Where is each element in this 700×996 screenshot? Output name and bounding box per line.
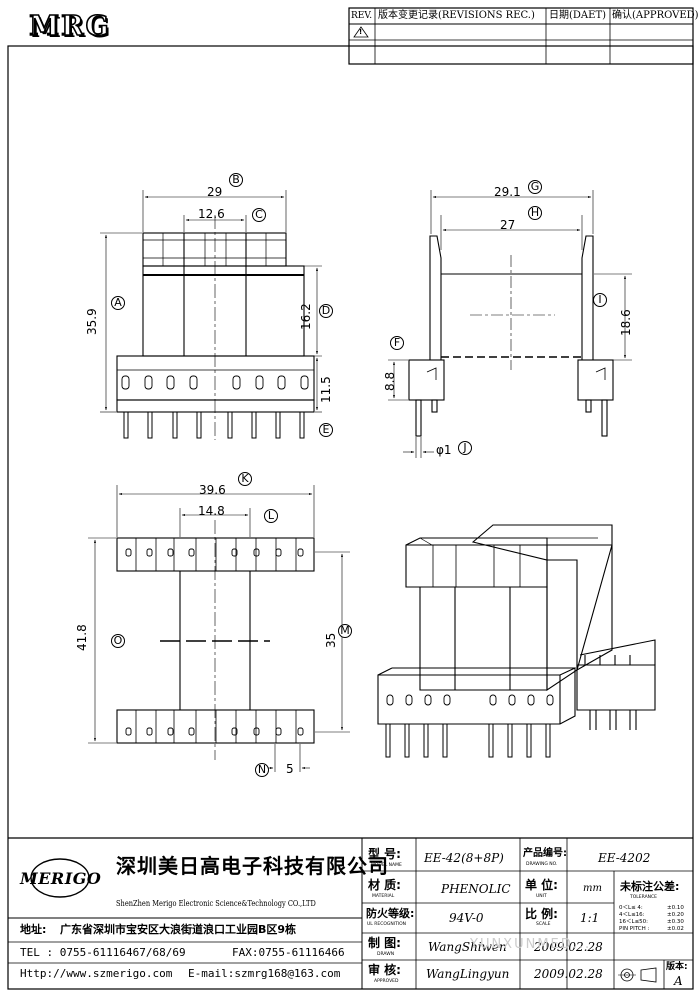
tolerance-range: PIN PITCH : <box>619 926 650 932</box>
header-frame <box>348 7 694 65</box>
tolerance-value: ±0.30 <box>667 919 684 925</box>
dim-39-6: 39.6 <box>199 483 226 497</box>
side-view <box>388 190 632 458</box>
drawn-label: 制 图: <box>368 936 401 950</box>
circle-label-g: G <box>528 180 542 194</box>
dim-14-8: 14.8 <box>198 504 225 518</box>
dim-12-6: 12.6 <box>198 207 225 221</box>
dim-11-5: 11.5 <box>319 376 333 403</box>
company-name-en: ShenZhen Merigo Electronic Science&Techn… <box>116 899 316 908</box>
material-sublabel: MATERIAL <box>372 894 395 899</box>
drawn-sublabel: DRAWN <box>377 952 395 957</box>
drawing-no-sublabel: DRAWING NO. <box>526 862 558 867</box>
approved-label: 确认(APPROVED) <box>612 10 699 21</box>
circle-label-m: M <box>338 624 352 638</box>
scale-label: 比 例: <box>525 907 558 921</box>
dim-41-8: 41.8 <box>75 624 89 651</box>
drawn-by: WangShiwen <box>428 940 507 954</box>
circle-label-f: F <box>390 336 404 350</box>
fax: FAX:0755-61116466 <box>232 946 345 959</box>
rev-label: REV. <box>351 11 373 21</box>
drawing-no-label: 产品编号: <box>523 848 567 859</box>
address-label: 地址: <box>20 923 47 936</box>
tolerance-range: 0＜L≤ 4: <box>619 905 643 911</box>
approved-by: WangLingyun <box>426 967 510 981</box>
watermark: YUNXUNMED... <box>470 937 592 952</box>
circle-label-l: L <box>264 509 278 523</box>
approved-date: 2009.02.28 <box>534 967 603 981</box>
circle-label-h: H <box>528 206 542 220</box>
circle-label-c: C <box>252 208 266 222</box>
dim-16-2: 16.2 <box>299 303 313 330</box>
dim-29-1: 29.1 <box>494 185 521 199</box>
model-sublabel: MODEL NAME <box>371 863 402 868</box>
approved-by-label: 审 核: <box>368 963 401 977</box>
top-view <box>88 485 350 772</box>
dim-27: 27 <box>500 218 516 232</box>
version-label: 版本: <box>666 962 688 972</box>
dim-phi-1: φ1 <box>436 443 452 457</box>
circle-label-i: I <box>593 293 607 307</box>
model-label: 型 号: <box>368 847 401 861</box>
tolerance-sublabel: TOLERANCE <box>630 895 658 900</box>
circle-label-k: K <box>238 472 252 486</box>
dim-29: 29 <box>207 185 223 199</box>
fire-rating-value: 94V-0 <box>449 911 484 925</box>
tel: TEL : 0755-61116467/68/69 <box>20 946 186 959</box>
merigo-brand: MERIGO <box>20 869 102 888</box>
unit-sublabel: UNIT <box>536 894 547 899</box>
title-block-frame <box>8 837 693 989</box>
warning-mark: ! <box>359 28 363 36</box>
unit-value: mm <box>583 883 602 894</box>
dim-5: 5 <box>286 762 294 776</box>
circle-label-a: A <box>111 296 125 310</box>
revisions-label: 版本变更记录(REVISIONS REC.) <box>378 10 535 21</box>
drawing-no-value: EE-4202 <box>598 851 651 865</box>
circle-label-b: B <box>229 173 243 187</box>
material-label: 材 质: <box>368 878 401 892</box>
tolerance-label: 未标注公差: <box>620 880 680 893</box>
company-name-cn: 深圳美日高电子科技有限公司 <box>116 854 389 878</box>
scale-sublabel: SCALE <box>536 922 551 927</box>
dim-35: 35 <box>324 632 338 648</box>
tolerance-range: 4＜L≤16: <box>619 912 645 918</box>
circle-label-o: O <box>111 634 125 648</box>
circle-label-n: N <box>255 763 269 777</box>
fire-rating-sublabel: UL RECOGNITION <box>367 922 407 927</box>
circle-label-e: E <box>319 423 333 437</box>
tolerance-range: 16＜L≤50: <box>619 919 649 925</box>
website: Http://www.szmerigo.com <box>20 967 173 980</box>
date-label: 日期(DAET) <box>549 10 607 21</box>
circle-label-j: J <box>458 441 472 455</box>
page-border <box>7 45 694 990</box>
email: E-mail:szmrg168@163.com <box>188 967 341 980</box>
dim-8-8: 8.8 <box>383 371 397 391</box>
dim-35-9: 35.9 <box>85 308 99 335</box>
fire-rating-label: 防火等级: <box>366 907 415 920</box>
tolerance-value: ±0.20 <box>667 912 684 918</box>
approved-by-sublabel: APPROVED <box>374 979 399 984</box>
address: 广东省深圳市宝安区大浪街道浪口工业园B区9栋 <box>60 923 297 936</box>
revision-warning-icon <box>353 26 369 38</box>
scale-value: 1:1 <box>580 911 600 925</box>
tolerance-value: ±0.02 <box>667 926 684 932</box>
dim-18-6: 18.6 <box>619 309 633 336</box>
unit-label: 单 位: <box>525 878 558 892</box>
tolerance-value: ±0.10 <box>667 905 684 911</box>
isometric-view <box>377 524 656 758</box>
front-view <box>100 190 322 440</box>
model-value: EE-42(8+8P) <box>424 851 504 865</box>
version-value: A <box>674 974 683 988</box>
drawn-date: 2009.02.28 <box>534 940 603 954</box>
circle-label-d: D <box>319 304 333 318</box>
material-value: PHENOLIC <box>441 882 511 896</box>
mrg-logo: MRG <box>28 11 111 42</box>
